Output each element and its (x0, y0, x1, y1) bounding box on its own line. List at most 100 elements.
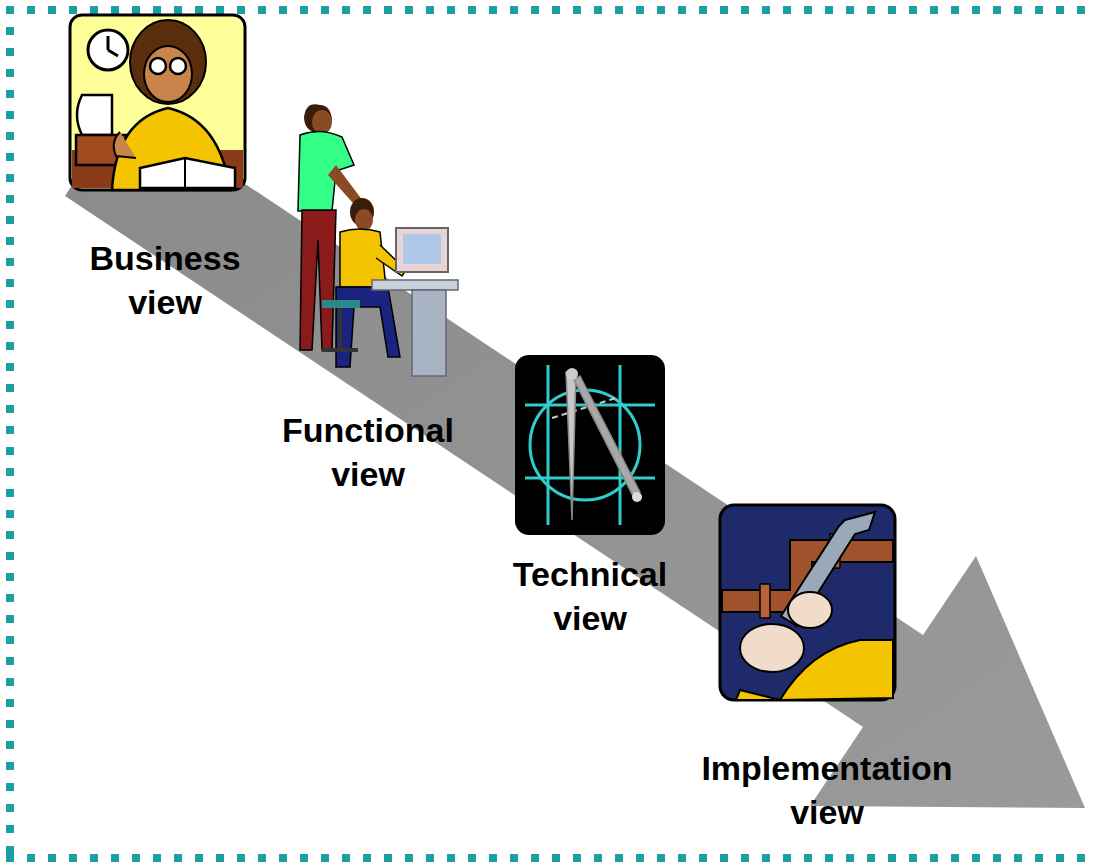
border-dash (195, 6, 203, 14)
border-dash (447, 854, 455, 862)
border-dash (27, 854, 35, 862)
border-dash (69, 854, 77, 862)
border-dash (153, 6, 161, 14)
border-dash (552, 854, 560, 862)
border-dash (6, 279, 14, 287)
border-dash (1056, 854, 1064, 862)
border-dash (6, 363, 14, 371)
border-dash (741, 6, 749, 14)
border-dash (6, 783, 14, 791)
border-dash (1035, 854, 1043, 862)
border-dash (6, 657, 14, 665)
border-dash (6, 699, 14, 707)
border-dash (531, 6, 539, 14)
border-dash (531, 854, 539, 862)
border-dash (342, 6, 350, 14)
border-dash (678, 6, 686, 14)
border-dash (510, 854, 518, 862)
border-dash (153, 854, 161, 862)
technical-icon (515, 355, 665, 535)
border-dash (573, 854, 581, 862)
border-dash (1035, 6, 1043, 14)
border-dash (90, 6, 98, 14)
border-dash (510, 6, 518, 14)
border-dash (384, 6, 392, 14)
border-dash (552, 6, 560, 14)
border-dash (804, 854, 812, 862)
border-dash (300, 6, 308, 14)
border-dash (468, 6, 476, 14)
border-dash (6, 237, 14, 245)
border-dash (636, 6, 644, 14)
border-dash (6, 489, 14, 497)
border-dash (321, 6, 329, 14)
view-label: Technical view (493, 552, 688, 640)
border-dash (6, 216, 14, 224)
border-dash (699, 854, 707, 862)
border-dash (741, 854, 749, 862)
border-dash (6, 531, 14, 539)
border-dash (363, 854, 371, 862)
border-dash (1056, 6, 1064, 14)
border-dash (258, 854, 266, 862)
border-dash (909, 6, 917, 14)
border-dash (846, 854, 854, 862)
border-dash (6, 90, 14, 98)
border-dash (69, 6, 77, 14)
border-dash (888, 6, 896, 14)
border-dash (6, 321, 14, 329)
border-dash (6, 615, 14, 623)
border-dash (174, 6, 182, 14)
border-dash (657, 854, 665, 862)
border-dash (867, 854, 875, 862)
border-dash (972, 6, 980, 14)
border-dash (6, 594, 14, 602)
border-dash (6, 846, 14, 854)
border-dash (909, 854, 917, 862)
border-dash (6, 552, 14, 560)
border-dash (489, 854, 497, 862)
border-dash (783, 6, 791, 14)
border-dash (447, 6, 455, 14)
border-dash (258, 6, 266, 14)
border-dash (174, 854, 182, 862)
border-dash (6, 762, 14, 770)
border-dash (783, 854, 791, 862)
border-dash (6, 48, 14, 56)
border-dash (657, 6, 665, 14)
view-label: Business view (65, 236, 265, 324)
border-dash (6, 573, 14, 581)
border-dash (972, 854, 980, 862)
border-dash (6, 426, 14, 434)
border-dash (867, 6, 875, 14)
view-label: Implementation view (682, 746, 972, 834)
border-dash (6, 741, 14, 749)
border-dash (6, 405, 14, 413)
border-dash (846, 6, 854, 14)
border-dash (1014, 854, 1022, 862)
border-dash (993, 6, 1001, 14)
view-label: Functional view (261, 408, 476, 496)
border-dash (27, 6, 35, 14)
border-dash (762, 6, 770, 14)
border-dash (762, 854, 770, 862)
border-dash (888, 854, 896, 862)
border-dash (6, 854, 14, 862)
border-dash (48, 854, 56, 862)
border-dash (594, 854, 602, 862)
border-dash (6, 111, 14, 119)
border-dash (6, 6, 14, 14)
border-dash (594, 6, 602, 14)
border-dash (825, 6, 833, 14)
border-dash (321, 854, 329, 862)
border-dash (405, 6, 413, 14)
border-dash (6, 447, 14, 455)
border-dash (300, 854, 308, 862)
border-dash (993, 854, 1001, 862)
border-dash (825, 854, 833, 862)
implementation-icon (720, 505, 895, 700)
border-dash (48, 6, 56, 14)
border-dash (216, 6, 224, 14)
